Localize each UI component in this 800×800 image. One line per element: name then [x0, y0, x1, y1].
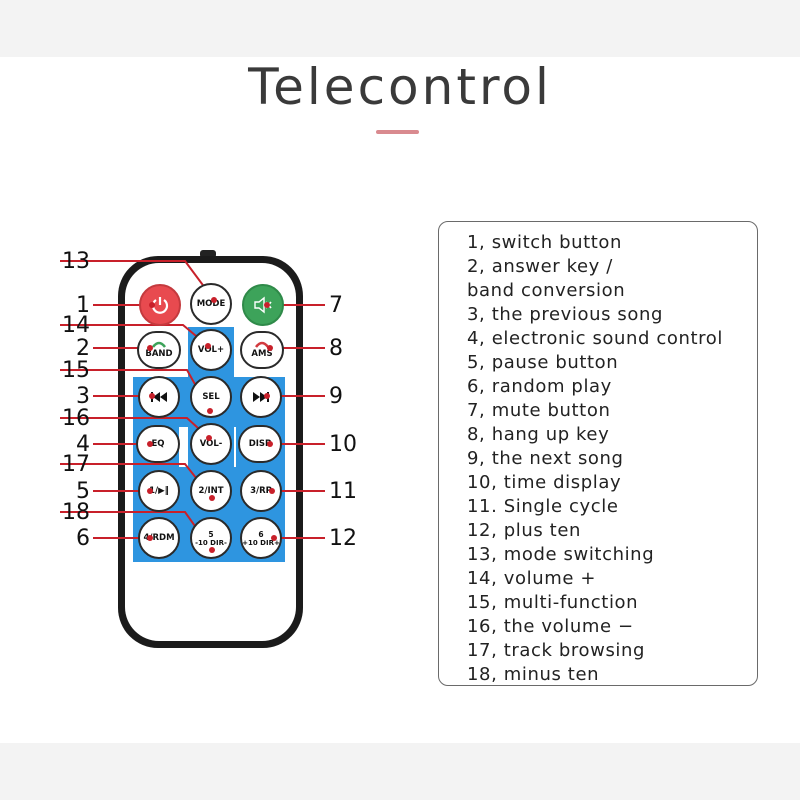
button-3-label: 3/RP: [250, 486, 272, 496]
vol-down-button[interactable]: VOL-: [190, 423, 232, 465]
callout-3: 3: [76, 384, 90, 409]
top-band: [0, 0, 800, 57]
callout-2: 2: [76, 336, 90, 361]
vol-up-label: VOL+: [197, 345, 225, 355]
button-4[interactable]: 4/RDM: [138, 517, 180, 559]
legend-item: 14, volume +: [467, 568, 597, 589]
next-button[interactable]: [240, 376, 282, 418]
button-5-number: 5: [208, 529, 214, 539]
callout-12: 12: [329, 526, 357, 551]
callout-6: 6: [76, 526, 90, 551]
bottom-band: [0, 743, 800, 800]
callout-8: 8: [329, 336, 343, 361]
button-5[interactable]: 5 -10 DIR-: [190, 517, 232, 559]
mode-button[interactable]: MODE: [190, 283, 232, 325]
power-button[interactable]: [139, 284, 181, 326]
disp-label: DISP: [248, 439, 272, 449]
ams-label: AMS: [251, 349, 273, 359]
legend-item: band conversion: [467, 280, 626, 301]
legend-item: 8, hang up key: [467, 424, 610, 445]
legend-item: 10, time display: [467, 472, 622, 493]
sel-label: SEL: [202, 392, 220, 402]
legend-item: 13, mode switching: [467, 544, 655, 565]
eq-button[interactable]: EQ: [136, 425, 180, 463]
legend-box: 1, switch button 2, answer key / band co…: [438, 221, 758, 686]
vol-down-label: VOL-: [199, 439, 223, 449]
button-5-label: -10 DIR-: [195, 538, 227, 547]
button-1[interactable]: 1/▶‖: [138, 470, 180, 512]
button-6[interactable]: 6 +10 DIR+: [240, 517, 282, 559]
legend-item: 5, pause button: [467, 352, 619, 373]
next-track-icon: [253, 392, 269, 402]
button-1-label: 1/▶‖: [149, 486, 169, 496]
button-3[interactable]: 3/RP: [240, 470, 282, 512]
prev-button[interactable]: [138, 376, 180, 418]
vol-up-button[interactable]: VOL+: [190, 329, 232, 371]
prev-track-icon: [151, 392, 167, 402]
legend-list: 1, switch button 2, answer key / band co…: [467, 231, 723, 687]
mute-button[interactable]: [242, 284, 284, 326]
callout-16: 16: [62, 406, 90, 431]
mode-label: MODE: [196, 299, 226, 309]
page-title: Telecontrol: [248, 58, 552, 116]
callout-11: 11: [329, 479, 357, 504]
button-4-label: 4/RDM: [143, 533, 175, 543]
sel-button[interactable]: SEL: [190, 376, 232, 418]
legend-item: 16, the volume −: [467, 616, 634, 637]
callout-5: 5: [76, 479, 90, 504]
legend-item: 17, track browsing: [467, 640, 646, 661]
mute-icon: [254, 296, 272, 314]
button-2-label: 2/INT: [198, 486, 224, 496]
legend-item: 15, multi-function: [467, 592, 639, 613]
callout-10: 10: [329, 432, 357, 457]
callout-7: 7: [329, 293, 343, 318]
legend-item: 11. Single cycle: [467, 496, 619, 517]
legend-item: 3, the previous song: [467, 304, 664, 325]
band-label: BAND: [145, 349, 173, 359]
callout-14: 14: [62, 313, 90, 338]
button-6-label: +10 DIR+: [242, 538, 280, 547]
phone-hangup-icon: [255, 341, 269, 348]
eq-label: EQ: [151, 439, 165, 449]
callout-18: 18: [62, 500, 90, 525]
legend-item: 18, minus ten: [467, 664, 600, 685]
callout-4: 4: [76, 432, 90, 457]
phone-answer-icon: [152, 341, 166, 348]
button-2[interactable]: 2/INT: [190, 470, 232, 512]
ams-button[interactable]: AMS: [240, 331, 284, 369]
callout-1: 1: [76, 293, 90, 318]
band-button[interactable]: BAND: [137, 331, 181, 369]
legend-item: 2, answer key /: [467, 256, 613, 277]
callout-15: 15: [62, 358, 90, 383]
legend-item: 1, switch button: [467, 232, 623, 253]
disp-button[interactable]: DISP: [238, 425, 282, 463]
legend-item: 9, the next song: [467, 448, 624, 469]
callout-13: 13: [62, 249, 90, 274]
power-icon: [151, 297, 169, 314]
legend-item: 6, random play: [467, 376, 612, 397]
button-6-number: 6: [258, 529, 264, 539]
title-underline: [376, 130, 419, 134]
legend-item: 4, electronic sound control: [467, 328, 723, 349]
legend-item: 7, mute button: [467, 400, 611, 421]
legend-item: 12, plus ten: [467, 520, 582, 541]
callout-9: 9: [329, 384, 343, 409]
callout-17: 17: [62, 452, 90, 477]
